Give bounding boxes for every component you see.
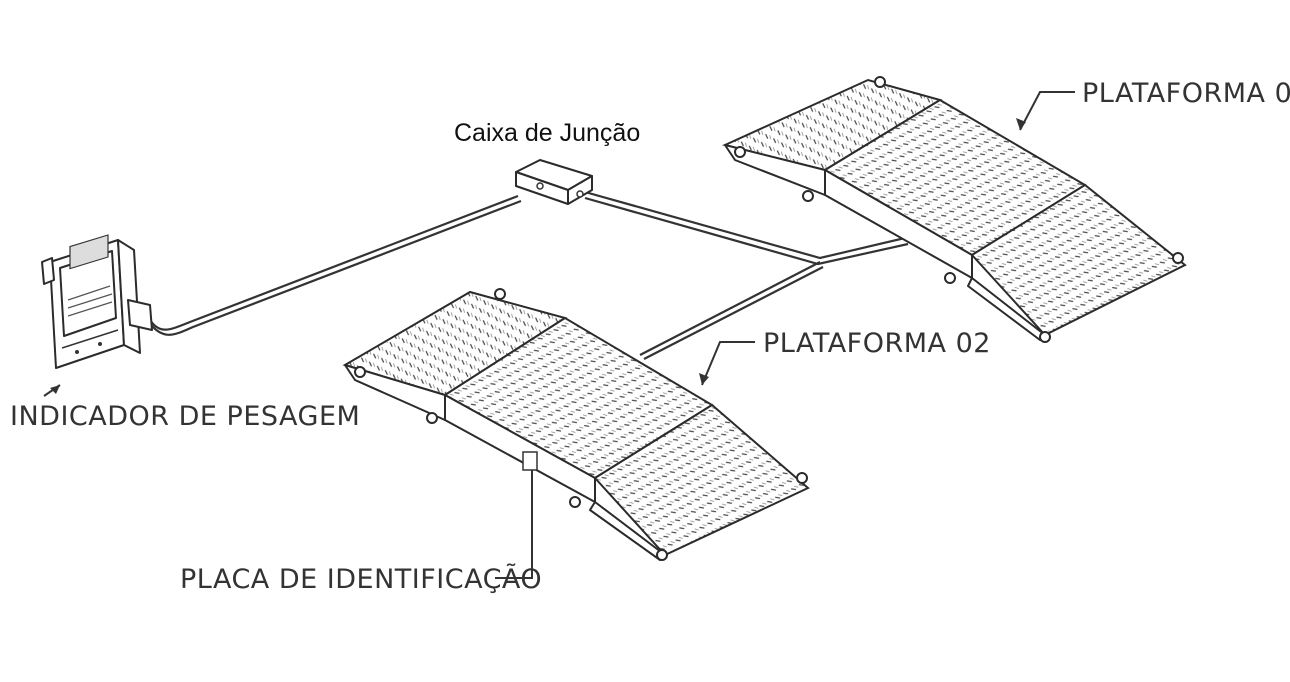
cable-junction-to-platform-02 (639, 261, 824, 360)
junction-box-label: Caixa de Junção (454, 119, 640, 147)
cable-indicator-to-junction (149, 194, 522, 336)
weighing-indicator-label: INDICADOR DE PESAGEM (10, 401, 360, 432)
platform-02 (342, 288, 810, 561)
junction-box (515, 159, 593, 205)
leader-platform-02 (699, 341, 755, 386)
identification-plate-marker (522, 451, 538, 471)
platform-01-label: PLATAFORMA 01 (1082, 78, 1290, 109)
platform-02-label: PLATAFORMA 02 (763, 328, 991, 359)
weighing-indicator-device (41, 234, 153, 369)
leader-indicator (43, 384, 61, 397)
platform-01 (721, 76, 1187, 343)
leader-identification-plate (495, 470, 533, 579)
identification-plate-label: PLACA DE IDENTIFICAÇÃO (180, 563, 542, 595)
leader-platform-01 (1016, 91, 1075, 131)
